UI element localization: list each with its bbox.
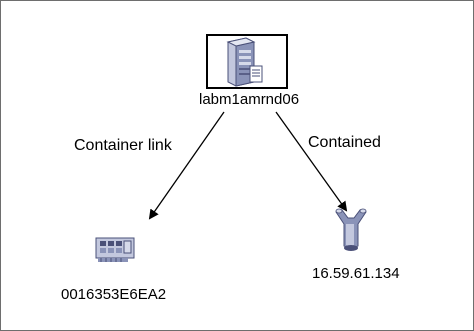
- edge-label-container-link: Container link: [74, 137, 172, 154]
- node-label-host[interactable]: labm1amrnd06: [199, 91, 300, 108]
- network-interface-card-icon[interactable]: [92, 232, 138, 268]
- node-label-ip[interactable]: 16.59.61.134: [312, 265, 400, 282]
- server-icon[interactable]: [216, 36, 268, 88]
- edge-label-contained: Contained: [308, 134, 381, 151]
- edge-container-link[interactable]: [148, 111, 225, 220]
- node-label-interface[interactable]: 0016353E6EA2: [61, 286, 167, 303]
- edge-contained[interactable]: [275, 111, 348, 212]
- ip-address-icon[interactable]: [332, 204, 370, 256]
